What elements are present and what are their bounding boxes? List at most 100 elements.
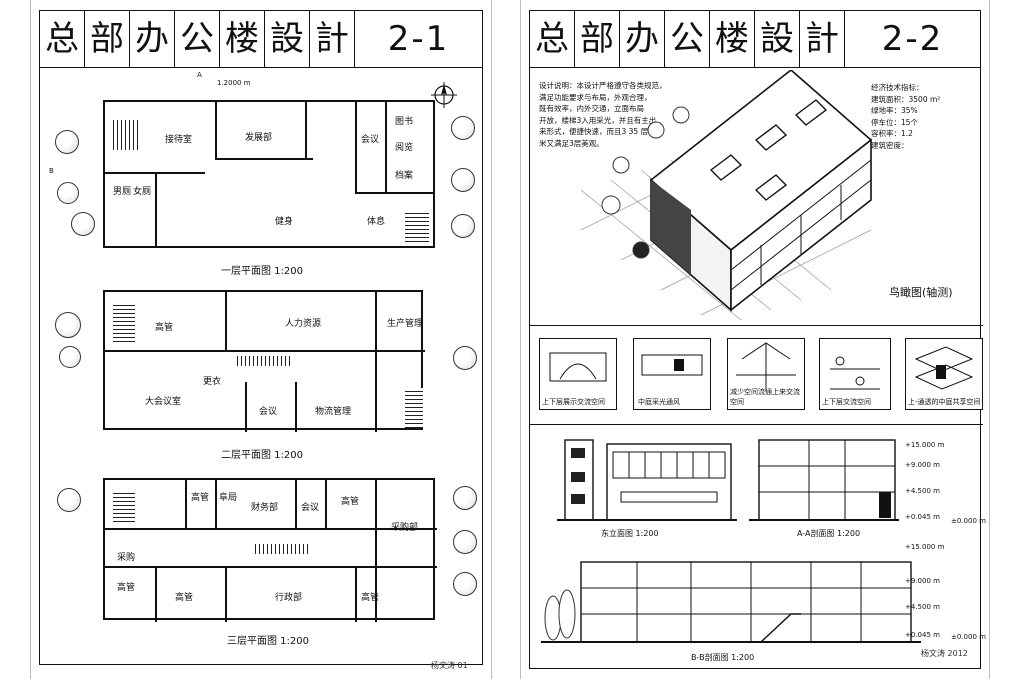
tree-icon xyxy=(451,168,475,192)
tree-icon xyxy=(453,486,477,510)
tech-label: 容积率： xyxy=(871,129,901,138)
level-label: ±0.000 m xyxy=(951,517,986,525)
tree-icon xyxy=(453,346,477,370)
analysis-box: 中庭采光通风 xyxy=(633,338,711,410)
room-label: 采购 xyxy=(117,553,136,563)
title-char: 楼 xyxy=(710,11,755,67)
title-char: 公 xyxy=(665,11,710,67)
sheet-code: 2-1 xyxy=(387,19,450,59)
level-label: +9.000 m xyxy=(905,577,940,585)
tree-icon xyxy=(59,346,81,368)
axon-caption: 鸟瞰图(轴测) xyxy=(889,286,953,299)
dimension-label: 1.2000 m xyxy=(217,79,251,87)
title-char: 部 xyxy=(575,11,620,67)
sheet2-title-bar: 总 部 办 公 楼 設 計 2-2 xyxy=(529,10,981,68)
room-label: 更衣 xyxy=(203,377,222,387)
room-label: 接待室 xyxy=(165,135,193,145)
section-mark-a: A xyxy=(197,71,202,79)
analysis-caption: 上下层展示交流空间 xyxy=(542,398,605,406)
tree-icon xyxy=(55,312,81,338)
section-caption: A-A剖面图 1:200 xyxy=(797,529,861,538)
room-label: 会议 xyxy=(301,503,320,513)
tech-label: 建筑面积： xyxy=(871,94,909,104)
analysis-box: 上下层展示交流空间 xyxy=(539,338,617,410)
note-line: 既有效率，内外交通，立面布局 xyxy=(539,104,644,113)
section-b-b xyxy=(541,561,921,643)
note-line: 开放，楼梯3入用采光，并且有主出 xyxy=(539,115,657,125)
plan-caption: 一层平面图 1:200 xyxy=(221,266,303,277)
room-label: 行政部 xyxy=(275,593,303,603)
note-line: 满足功能要求与布局，外观合理， xyxy=(539,92,652,102)
tech-value: 1.2 xyxy=(901,129,913,138)
tree-icon xyxy=(453,530,477,554)
room-label: 人力资源 xyxy=(285,319,322,329)
sheet1-title-bar: 总 部 办 公 楼 設 計 2-1 xyxy=(39,10,483,68)
tech-value: 3500 m² xyxy=(908,94,941,104)
tech-label: 绿地率： xyxy=(871,106,901,115)
level-label: ±0.000 m xyxy=(951,633,986,641)
title-char: 公 xyxy=(175,11,220,67)
analysis-caption: 减少空间流通上来交流空间 xyxy=(730,388,800,406)
design-note: 设计说明：本设计严格遵守各类规范， 满足功能要求与布局，外观合理， 既有效率，内… xyxy=(539,80,679,149)
room-label: 高管 xyxy=(361,593,380,603)
tech-value: 15个 xyxy=(901,117,919,127)
room-label: 阅览 xyxy=(395,143,414,153)
room-label: 档案 xyxy=(395,171,414,181)
signature: 杨文涛 01 xyxy=(431,661,468,670)
room-label: 会议 xyxy=(259,407,278,417)
title-char: 設 xyxy=(265,11,310,67)
analysis-box: 上-通透的中庭共享空间 xyxy=(905,338,983,410)
room-label: 生产管理 xyxy=(387,319,424,329)
analysis-box: 减少空间流通上来交流空间 xyxy=(727,338,805,410)
room-label: 高管 xyxy=(191,493,210,503)
note-line: 来形式，便捷快速，而且3 35 层 xyxy=(539,127,649,136)
room-label: 高管 xyxy=(117,583,136,593)
room-label: 大会议室 xyxy=(145,397,182,407)
tree-icon xyxy=(55,130,79,154)
tech-label: 建筑密度： xyxy=(871,140,909,150)
level-label: +4.500 m xyxy=(905,603,940,611)
room-label: 高管 xyxy=(175,593,194,603)
room-label: 高管 xyxy=(155,323,174,333)
tech-label: 停车位： xyxy=(871,117,901,127)
title-char: 楼 xyxy=(220,11,265,67)
tech-title: 经济技术指标： xyxy=(871,83,924,92)
room-label: 高管 xyxy=(341,497,360,507)
level-label: +15.000 m xyxy=(905,441,945,449)
sheet-2-1: 总 部 办 公 楼 設 計 2-1 接待室 发展部 会议 图书 阅览 档案 男厕… xyxy=(30,0,492,679)
room-label: 图书 xyxy=(395,117,414,127)
tree-icon xyxy=(57,488,81,512)
title-char: 总 xyxy=(40,11,85,67)
room-label: 采购部 xyxy=(391,523,419,533)
title-char: 計 xyxy=(310,11,355,67)
tech-indicators: 经济技术指标： 建筑面积：3500 m² 绿地率：35% 停车位：15个 容积率… xyxy=(871,82,981,151)
tree-icon xyxy=(451,116,475,140)
room-label: 健身 xyxy=(275,217,294,227)
title-char: 設 xyxy=(755,11,800,67)
room-label: 女厕 xyxy=(133,187,152,197)
north-arrow-icon xyxy=(431,82,457,108)
east-elevation xyxy=(557,439,737,521)
sheet-2-2: 总 部 办 公 楼 設 計 2-2 设计说明：本设计严格遵守各类规范， 满足功能… xyxy=(520,0,990,679)
room-label: 发展部 xyxy=(245,133,273,143)
room-label: 体息 xyxy=(367,217,386,227)
level-label: +0.045 m xyxy=(905,631,940,639)
level-label: +15.000 m xyxy=(905,543,945,551)
floor-plan-1: 接待室 发展部 会议 图书 阅览 档案 男厕 女厕 健身 体息 xyxy=(103,100,435,248)
plan-caption: 二层平面图 1:200 xyxy=(221,450,303,461)
tree-icon xyxy=(57,182,79,204)
title-char: 办 xyxy=(130,11,175,67)
room-label: 物流管理 xyxy=(315,407,352,417)
title-char: 部 xyxy=(85,11,130,67)
tree-icon xyxy=(451,214,475,238)
level-label: +4.500 m xyxy=(905,487,940,495)
floor-plan-3: 高管 阜局 财务部 会议 高管 采购部 采购 高管 高管 行政部 高管 xyxy=(103,478,437,622)
plan-caption: 三层平面图 1:200 xyxy=(227,636,309,647)
analysis-caption: 上-通透的中庭共享空间 xyxy=(908,398,981,406)
analysis-caption: 中庭采光通风 xyxy=(638,398,680,406)
section-caption: B-B剖面图 1:200 xyxy=(691,653,755,662)
elevation-caption: 东立面图 1:200 xyxy=(601,529,659,538)
section-mark-b: B xyxy=(49,167,54,175)
note-line: 设计说明：本设计严格遵守各类规范， xyxy=(539,81,667,90)
note-line: 米又满足3层美观。 xyxy=(539,138,604,148)
